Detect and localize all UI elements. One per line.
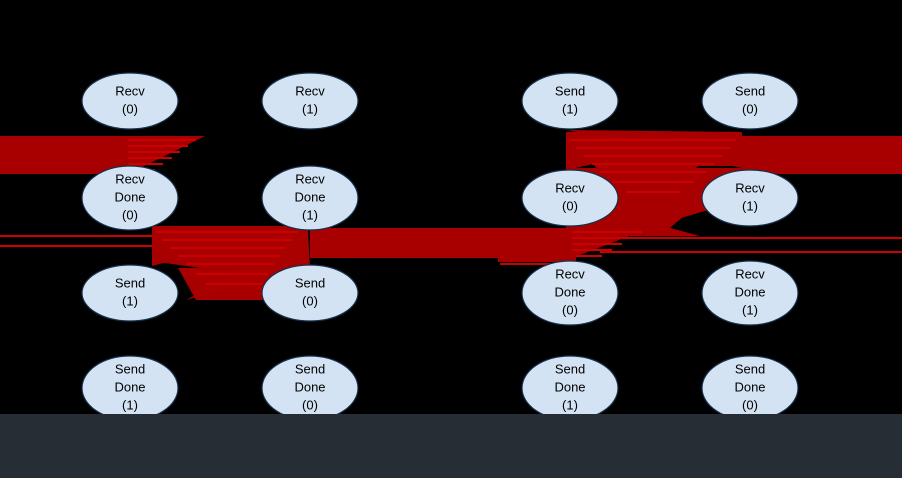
node-label: Recv bbox=[115, 171, 145, 186]
node-label: (0) bbox=[742, 101, 758, 116]
node-ellipse[interactable] bbox=[261, 165, 359, 231]
node-ellipse[interactable] bbox=[261, 264, 359, 322]
node-label: Send bbox=[295, 361, 325, 376]
node-layer: Recv(0)Recv(1)Send(1)Send(0)RecvDone(0)R… bbox=[81, 72, 799, 421]
graph-node[interactable]: Send (0) bbox=[261, 264, 359, 322]
edge-rails bbox=[0, 235, 902, 253]
node-label: (0) bbox=[562, 198, 578, 213]
graph-node[interactable]: Recv (0) bbox=[521, 169, 619, 227]
node-label: Send bbox=[555, 83, 585, 98]
node-ellipse[interactable] bbox=[81, 165, 179, 231]
node-label: Done bbox=[294, 379, 325, 394]
graph-node[interactable]: Recv (1) bbox=[261, 72, 359, 130]
node-label: Done bbox=[734, 284, 765, 299]
node-ellipse[interactable] bbox=[701, 260, 799, 326]
node-label: Recv bbox=[295, 171, 325, 186]
node-label: (1) bbox=[122, 293, 138, 308]
node-ellipse[interactable] bbox=[81, 72, 179, 130]
node-label: Send bbox=[115, 361, 145, 376]
node-label: (0) bbox=[302, 293, 318, 308]
node-label: Recv bbox=[735, 266, 765, 281]
edge-recv0-to-recvdone0-center bbox=[310, 228, 650, 258]
node-label: (0) bbox=[562, 302, 578, 317]
node-label: Send bbox=[735, 361, 765, 376]
node-ellipse[interactable] bbox=[261, 72, 359, 130]
node-label: (1) bbox=[122, 397, 138, 412]
node-label: (0) bbox=[302, 397, 318, 412]
node-ellipse[interactable] bbox=[701, 169, 799, 227]
node-label: (1) bbox=[562, 101, 578, 116]
node-label: Done bbox=[734, 379, 765, 394]
node-label: Done bbox=[294, 189, 325, 204]
graph-node[interactable]: Send (0) bbox=[701, 72, 799, 130]
footer-bar bbox=[0, 414, 902, 478]
node-label: Done bbox=[554, 379, 585, 394]
node-label: Recv bbox=[295, 83, 325, 98]
edge-recv0-to-recvdone0 bbox=[0, 136, 205, 174]
graph-node[interactable]: Recv (0) bbox=[81, 72, 179, 130]
node-label: Recv bbox=[555, 180, 585, 195]
node-label: Send bbox=[735, 83, 765, 98]
node-label: (0) bbox=[122, 207, 138, 222]
node-label: (1) bbox=[302, 101, 318, 116]
node-label: (1) bbox=[562, 397, 578, 412]
node-label: Done bbox=[114, 379, 145, 394]
node-ellipse[interactable] bbox=[521, 169, 619, 227]
node-label: Send bbox=[555, 361, 585, 376]
node-label: Recv bbox=[115, 83, 145, 98]
graph-node[interactable]: Send (1) bbox=[521, 72, 619, 130]
node-label: (0) bbox=[742, 397, 758, 412]
node-label: Done bbox=[114, 189, 145, 204]
node-label: Recv bbox=[555, 266, 585, 281]
node-label: Done bbox=[554, 284, 585, 299]
node-label: Recv bbox=[735, 180, 765, 195]
node-ellipse[interactable] bbox=[521, 72, 619, 130]
node-label: (1) bbox=[302, 207, 318, 222]
graph-node[interactable]: Recv (1) bbox=[701, 169, 799, 227]
node-ellipse[interactable] bbox=[81, 264, 179, 322]
node-label: (1) bbox=[742, 302, 758, 317]
node-ellipse[interactable] bbox=[521, 260, 619, 326]
node-label: Send bbox=[115, 275, 145, 290]
node-ellipse[interactable] bbox=[701, 72, 799, 130]
graph-node[interactable]: Send (1) bbox=[81, 264, 179, 322]
node-label: Send bbox=[295, 275, 325, 290]
node-label: (0) bbox=[122, 101, 138, 116]
node-label: (1) bbox=[742, 198, 758, 213]
